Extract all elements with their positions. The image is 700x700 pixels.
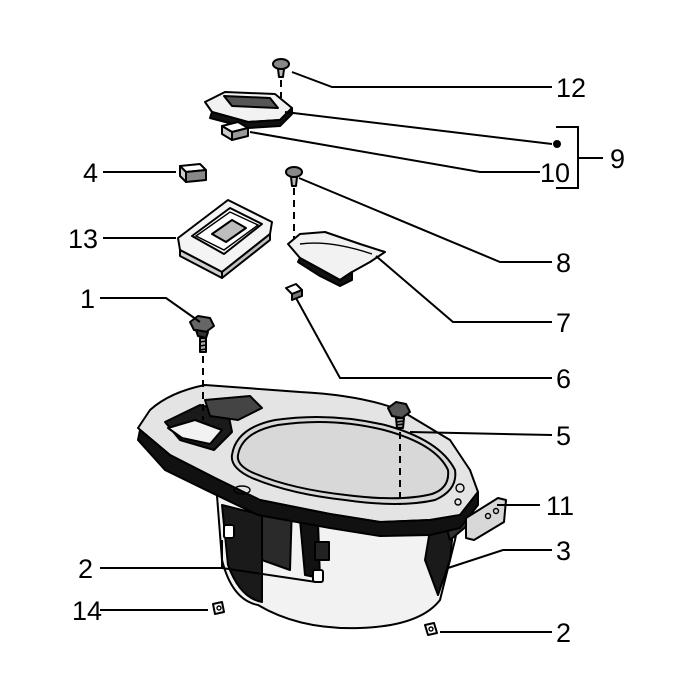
part-8-screw: [285, 166, 303, 187]
leader-lines: [100, 71, 603, 633]
part-9-cover: [204, 91, 293, 129]
callout-4: 4: [83, 158, 98, 188]
callout-numbers: 12 10 9 4 13 8 1 7 6 5 11 3 2 14 2: [68, 73, 625, 648]
leader-6: [295, 297, 552, 379]
callout-5: 5: [556, 421, 571, 451]
callout-12: 12: [556, 73, 586, 103]
part-7-cover: [287, 231, 386, 287]
leader-9-cover: [284, 111, 553, 145]
leader-3: [447, 549, 552, 569]
callout-2-upper: 2: [78, 554, 93, 584]
part-10-pad: [221, 121, 249, 141]
part-11-plate: [465, 497, 507, 541]
callout-9: 9: [610, 144, 625, 174]
callout-6: 6: [556, 364, 571, 394]
leader-1: [100, 297, 201, 323]
part-13-tray: [177, 199, 273, 279]
part-5-screw: [387, 401, 411, 429]
callout-13: 13: [68, 224, 98, 254]
part-12-screw: [272, 58, 290, 78]
callout-1: 1: [80, 284, 95, 314]
leader-12: [291, 71, 552, 88]
callout-10: 10: [540, 158, 570, 188]
leader-2a-branch: [221, 540, 317, 583]
leader-5: [409, 431, 553, 436]
callout-14: 14: [72, 596, 102, 626]
part-4-block: [179, 163, 207, 183]
leader-8: [298, 177, 552, 263]
callout-2-lower: 2: [556, 618, 571, 648]
leader-10: [249, 131, 540, 173]
part-6-clip: [285, 283, 303, 301]
leader-7: [375, 255, 552, 323]
part-14-clip: [212, 601, 225, 615]
callout-8: 8: [556, 248, 571, 278]
callout-11: 11: [546, 491, 574, 521]
leader-9-dot: [553, 140, 561, 148]
callout-3: 3: [556, 536, 571, 566]
part-3-storage-compartment: [137, 384, 479, 630]
callout-7: 7: [556, 308, 571, 338]
part-2-clip-lower: [424, 622, 438, 636]
part-1-bolt: [189, 315, 215, 353]
